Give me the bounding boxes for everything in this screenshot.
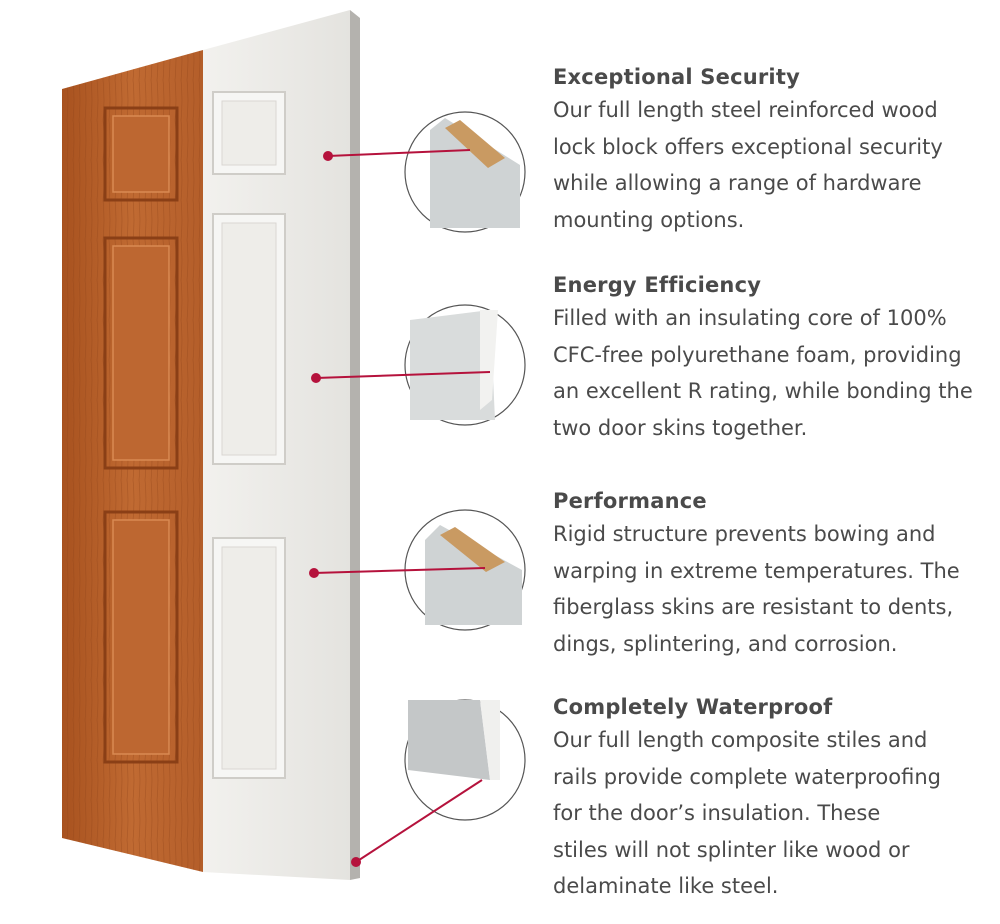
feature-text-line: while allowing a range of hardware — [553, 171, 922, 195]
feature-text-line: Our full length steel reinforced wood — [553, 98, 938, 122]
pointer-dot — [351, 857, 361, 867]
feature-text-line: dings, splintering, and corrosion. — [553, 631, 898, 656]
feature-text-line: CFC-free polyurethane foam, providing — [553, 342, 962, 367]
feature-title: Energy Efficiency — [553, 273, 762, 297]
feature-text-line: fiberglass skins are resistant to dents, — [553, 595, 954, 619]
detail-composite-stile — [404, 699, 526, 821]
feature-security: Exceptional Security Our full length ste… — [553, 62, 943, 238]
detail-foam-core — [404, 304, 526, 426]
pointer-dot — [311, 373, 321, 383]
feature-waterproof: Completely Waterproof Our full length co… — [553, 692, 941, 905]
pointer-dot — [323, 151, 333, 161]
wood-grain-door-half — [62, 50, 203, 872]
feature-text-line: Filled with an insulating core of 100% — [553, 306, 947, 330]
feature-text-line: Our full length composite stiles and — [553, 728, 928, 752]
detail-rigid-structure — [404, 509, 526, 631]
feature-title: Completely Waterproof — [553, 695, 833, 719]
feature-title: Performance — [553, 489, 707, 513]
feature-text-line: warping in extreme temperatures. The — [553, 558, 960, 583]
feature-text-line: rails provide complete waterproofing — [553, 764, 941, 789]
feature-text-line: lock block offers exceptional security — [553, 134, 943, 159]
feature-text-line: mounting options. — [553, 207, 745, 232]
feature-text-line: two door skins together. — [553, 415, 808, 440]
feature-energy-efficiency: Energy Efficiency Filled with an insulat… — [553, 270, 973, 446]
feature-performance: Performance Rigid structure prevents bow… — [553, 486, 960, 662]
feature-title: Exceptional Security — [553, 65, 800, 89]
feature-text-line: stiles will not splinter like wood or — [553, 837, 910, 862]
detail-lock-block — [404, 111, 526, 233]
feature-text-line: an excellent R rating, while bonding the — [553, 379, 973, 403]
feature-text-line: Rigid structure prevents bowing and — [553, 522, 936, 546]
pointer-dot — [309, 568, 319, 578]
pointer-lines — [309, 149, 491, 867]
white-fiberglass-door-half — [203, 10, 360, 880]
feature-text-line: for the door’s insulation. These — [553, 801, 881, 825]
feature-text-line: delaminate like steel. — [553, 874, 779, 898]
